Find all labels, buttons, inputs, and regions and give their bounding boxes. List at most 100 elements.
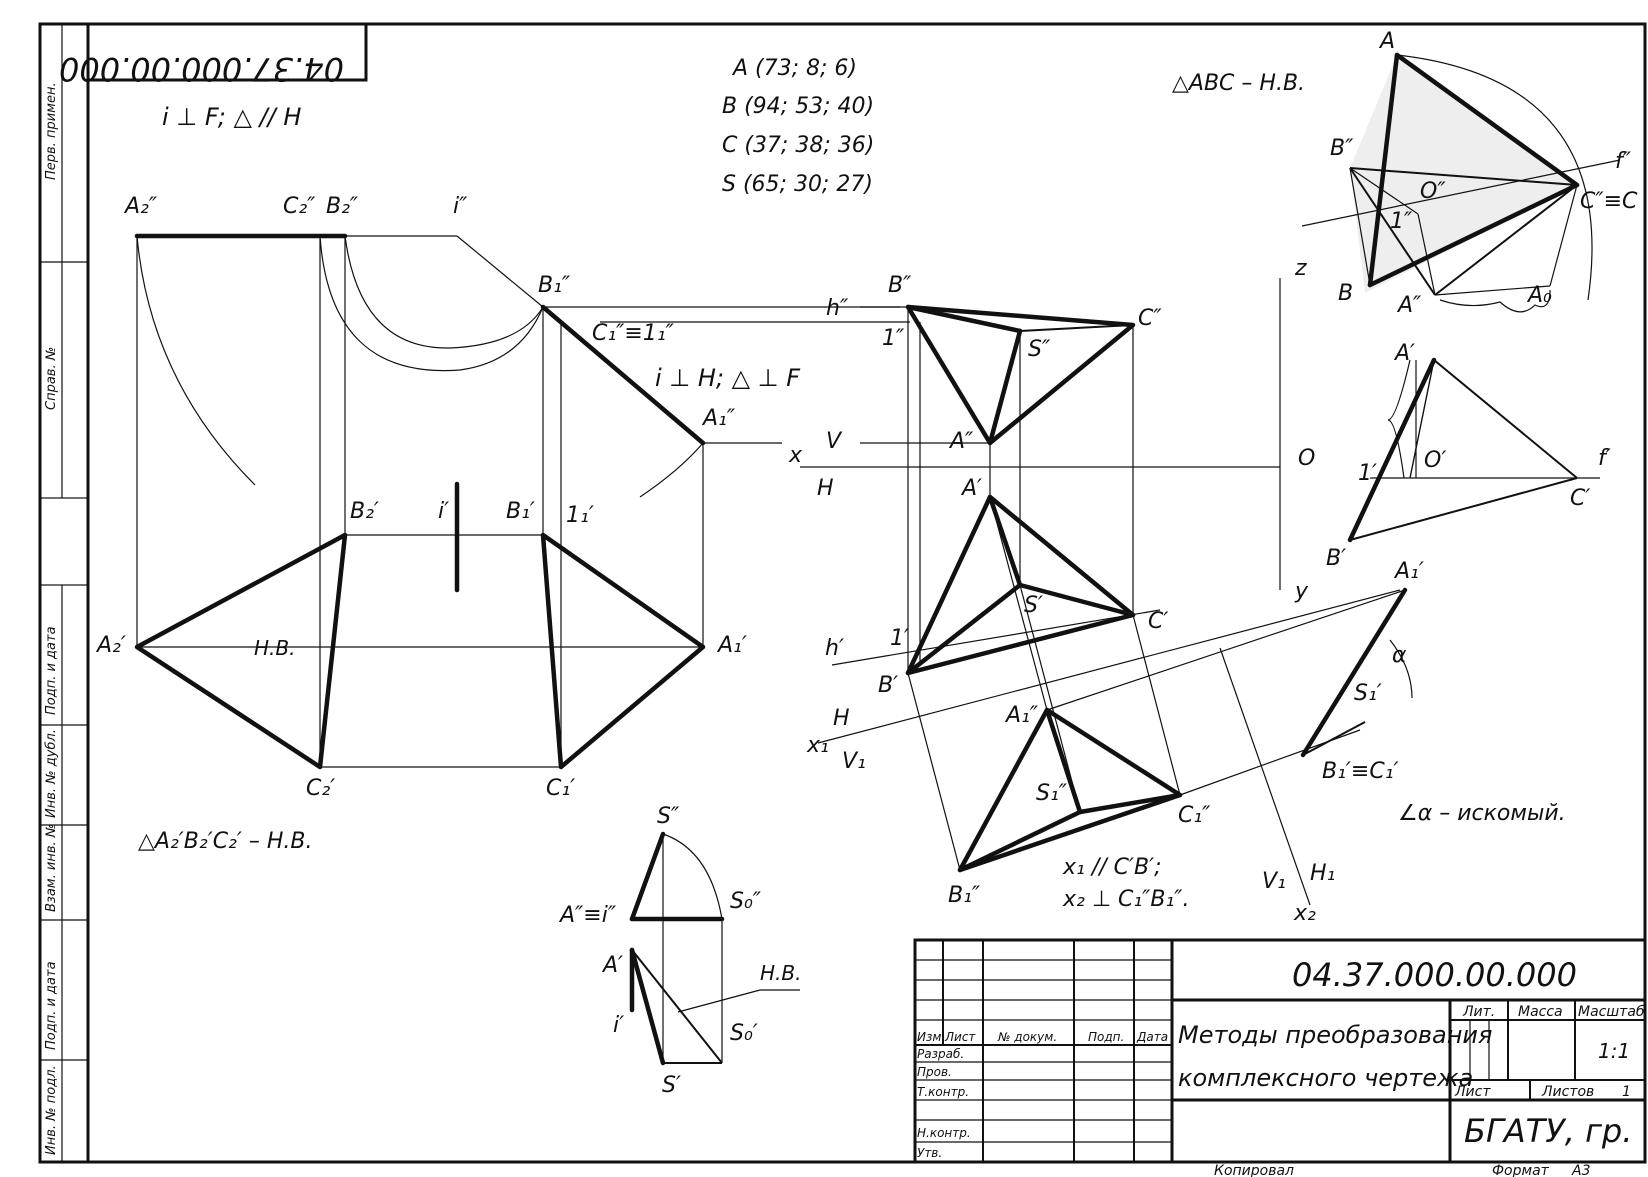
lbl-hb: Н.В. (254, 636, 295, 660)
lbl-S1p: S₁′ (1354, 681, 1382, 706)
lbl-Spp: S″ (1028, 337, 1051, 362)
stamp-nkontr: Н.контр. (917, 1126, 971, 1140)
stamp-org: БГАТУ, гр. (1464, 1112, 1632, 1150)
lbl-Cp: C′ (1148, 609, 1168, 634)
lbl-B1pp: B₁″ (538, 273, 571, 298)
lbl-S0pp: S₀″ (730, 889, 762, 914)
middle-construction (800, 278, 1413, 906)
stamp-format-val: A3 (1571, 1163, 1590, 1177)
lbl-S0p: S₀′ (730, 1021, 758, 1046)
lbl-Sp-b: S′ (662, 1073, 681, 1098)
left-construction (134, 233, 910, 770)
lbl-O-p: O′ (1424, 448, 1446, 473)
lbl-Ap: A′ (960, 476, 982, 501)
lbl-one-p: 1′ (1358, 461, 1377, 486)
lbl-Bp: B′ (878, 673, 898, 698)
lbl-B1p: B₁′ (506, 499, 535, 524)
lbl-fp: f′ (1598, 446, 1611, 471)
stamp-col-date: Дата (1136, 1030, 1168, 1044)
lbl-B2pp: B₂″ (326, 194, 359, 219)
x1-parallel-note: x₁ // C′B′; (1062, 855, 1162, 880)
lbl-B-top-pp: B″ (1330, 136, 1354, 161)
lbl-B1p-eq: B₁′≡C₁′ (1322, 759, 1399, 784)
lbl-Ap-r: A′ (1393, 341, 1415, 366)
lbl-onep: 1′ (890, 626, 909, 651)
a2b2c2-nv-note: △A₂′B₂′C₂′ – Н.В. (138, 829, 312, 854)
lbl-Sp: S′ (1024, 593, 1043, 618)
side-inv-dubl: Инв. № дубл. (44, 729, 59, 818)
lbl-ip: i′ (438, 499, 449, 524)
lbl-ip-b: i′ (613, 1013, 624, 1038)
stamp-title-1: Методы преобразования (1178, 1021, 1492, 1049)
lbl-A1pp: A₁″ (701, 406, 736, 431)
lbl-A1pp-b: A₁″ (1004, 703, 1039, 728)
side-sprav: Справ. № (44, 347, 59, 410)
lbl-Cp-r: C′ (1570, 486, 1590, 511)
stamp-sheets-n: 1 (1622, 1084, 1631, 1100)
bottom-construction (629, 831, 800, 1066)
lbl-S1pp: S₁″ (1036, 781, 1068, 806)
point-labels: A₂″ C₂″ B₂″ i″ B₁″ C₁″≡1₁″ A₁″ B₂′ i′ B₁… (95, 29, 1638, 1098)
lbl-fpp: f″ (1615, 149, 1632, 174)
coord-c: C (37; 38; 36) (722, 133, 874, 158)
lbl-one-pp: 1″ (1390, 209, 1413, 234)
stamp-col-doc: № докум. (997, 1030, 1057, 1044)
lbl-C1pp-eq: C₁″≡1₁″ (592, 321, 675, 346)
stamp-col-list: Лист (944, 1030, 976, 1044)
lbl-x: x (788, 443, 803, 468)
lbl-S-pp: S″ (657, 804, 680, 829)
lbl-hpp: h″ (826, 296, 849, 321)
alpha-note: ∠α – искомый. (1398, 801, 1566, 826)
lbl-O-pp: O″ (1420, 179, 1446, 204)
stamp-utv: Утв. (917, 1146, 942, 1160)
x2-perp-note: x₂ ⊥ C₁″B₁″. (1062, 887, 1190, 912)
stamp-code: 04.37.000.00.000 (1292, 956, 1577, 994)
lbl-Bp-r: B′ (1326, 546, 1346, 571)
stamp-tkontr: Т.контр. (917, 1085, 969, 1099)
stamp-col-izm: Изм. (917, 1030, 945, 1044)
coord-s: S (65; 30; 27) (722, 172, 873, 197)
lbl-C1pp: C₁″ (1178, 803, 1211, 828)
lbl-C2p: C₂′ (306, 776, 335, 801)
stamp-copied: Копировал (1214, 1163, 1294, 1177)
lbl-B1pp-b: B₁″ (948, 883, 981, 908)
coord-b: B (94; 53; 40) (722, 94, 874, 119)
rotated-code-box: 04.37.000.00.000 (59, 22, 368, 88)
top-right-construction (1301, 52, 1621, 543)
lbl-Cpp: C″ (1138, 306, 1162, 331)
lbl-B-top: B (1338, 281, 1353, 306)
lbl-hp: h′ (825, 636, 844, 661)
lbl-A2p: A₂′ (95, 633, 126, 658)
lbl-O: O (1298, 446, 1315, 471)
cond2-note: i ⊥ H; △ ⊥ F (655, 364, 801, 392)
lbl-C1p: C₁′ (546, 776, 575, 801)
lbl-A0: A₀ (1526, 283, 1552, 308)
lbl-z: z (1294, 256, 1307, 281)
lbl-A2pp: A₂″ (123, 194, 158, 219)
lbl-one1p: 1₁′ (566, 503, 594, 528)
lbl-Bpp: B″ (888, 273, 912, 298)
stamp-scale: 1:1 (1598, 1039, 1630, 1063)
side-strip: Перв. примен. Справ. № Подп. и дата Инв.… (39, 23, 89, 1163)
lbl-H1: H₁ (1310, 861, 1335, 886)
stamp-sheets: Листов (1541, 1084, 1594, 1100)
lbl-B2p: B₂′ (350, 499, 379, 524)
lbl-alpha: α (1392, 643, 1407, 668)
lbl-C2pp: C₂″ (283, 194, 316, 219)
side-inv-podl: Инв. № подл. (44, 1065, 59, 1155)
side-podp1: Подп. и дата (44, 626, 59, 715)
title-block: 04.37.000.00.000 Методы преобразования к… (913, 938, 1647, 1164)
lbl-x2: x₂ (1293, 901, 1316, 926)
stamp-razrab: Разраб. (917, 1047, 964, 1061)
lbl-App: A″ (948, 429, 974, 454)
lbl-Cpp-eq: C″≡C (1580, 189, 1638, 214)
lbl-ipp: i″ (453, 194, 468, 219)
lbl-x1: x₁ (806, 733, 829, 758)
lbl-A-top: A (1378, 29, 1395, 54)
lbl-V: V (826, 429, 843, 454)
lbl-y: y (1294, 579, 1309, 604)
lbl-H-new: H (833, 706, 850, 731)
stamp-title-2: комплексного чертежа (1178, 1064, 1473, 1092)
coord-a: A (73; 8; 6) (731, 56, 857, 81)
